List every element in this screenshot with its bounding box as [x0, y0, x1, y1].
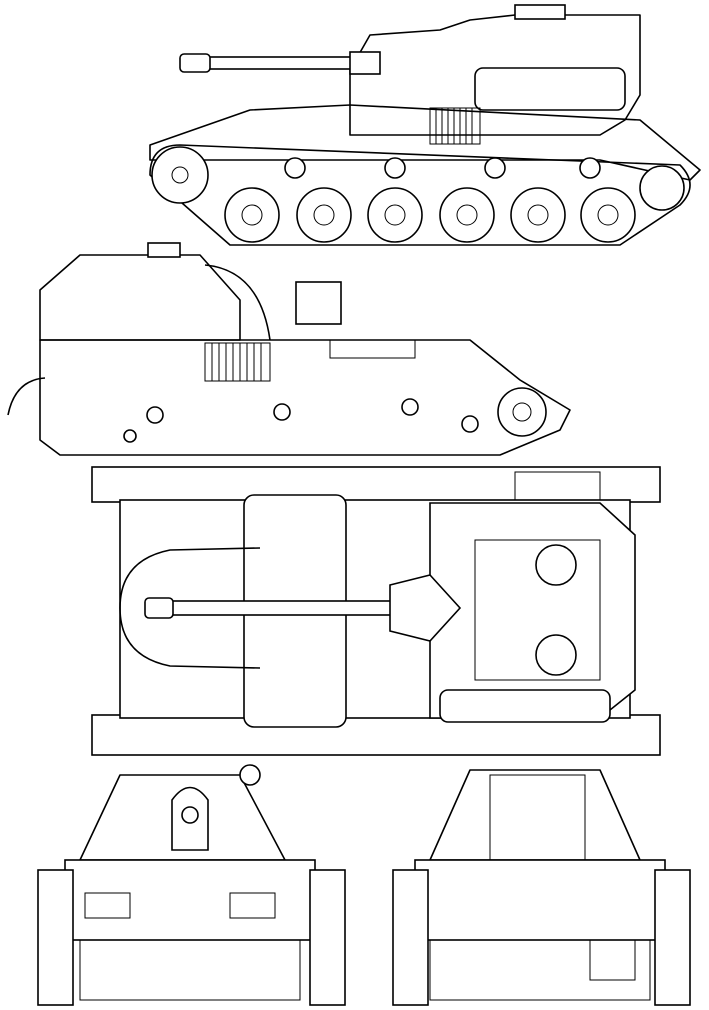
track — [149, 144, 691, 246]
fighting-compartment — [429, 502, 636, 719]
superstructure — [429, 769, 641, 861]
road-wheels — [224, 187, 636, 243]
superstructure — [349, 14, 641, 136]
rear-view — [392, 769, 691, 1006]
roof-plate — [474, 539, 601, 681]
hatch — [147, 242, 181, 258]
drive-sprocket — [497, 387, 547, 437]
gun-mount — [389, 574, 462, 642]
return-rollers — [284, 157, 601, 179]
deck-box — [329, 339, 416, 359]
vent-port — [535, 544, 577, 586]
right-track — [654, 869, 691, 1006]
access-panel — [295, 281, 342, 325]
gun-barrel — [199, 56, 361, 70]
gun-mantlet — [349, 51, 381, 75]
gun-barrel — [159, 600, 426, 616]
drive-sprocket — [151, 146, 209, 204]
log — [474, 67, 626, 111]
tow-box — [589, 939, 636, 981]
front-view — [37, 764, 346, 1006]
suspension-hubs — [123, 398, 479, 443]
hull — [149, 104, 701, 181]
fender — [7, 377, 46, 416]
engine-louvers — [429, 107, 481, 145]
front-hull — [64, 859, 316, 941]
periscope — [239, 764, 261, 786]
engine-louvers — [204, 342, 271, 382]
muzzle-brake — [144, 597, 174, 619]
lower-plate — [79, 939, 301, 1001]
stowage-box — [229, 892, 276, 919]
left-side-view — [7, 242, 571, 456]
muzzle-brake — [179, 53, 211, 73]
top-view — [91, 466, 661, 756]
rear-hull — [414, 859, 666, 941]
cable — [119, 547, 261, 669]
stowage-box — [84, 892, 131, 919]
vent-port — [535, 634, 577, 676]
superstructure — [39, 254, 241, 341]
right-side-view — [149, 4, 701, 246]
lower-plate — [429, 939, 651, 1001]
idler-wheel — [639, 165, 685, 211]
right-track — [309, 869, 346, 1006]
gun-muzzle — [181, 806, 199, 824]
commander-hatch — [514, 4, 566, 20]
side-box — [514, 471, 601, 501]
left-track — [392, 869, 429, 1006]
log — [439, 689, 611, 723]
left-fender — [91, 466, 661, 503]
left-track — [37, 869, 74, 1006]
hull — [39, 339, 571, 456]
armor-plate — [204, 264, 271, 341]
